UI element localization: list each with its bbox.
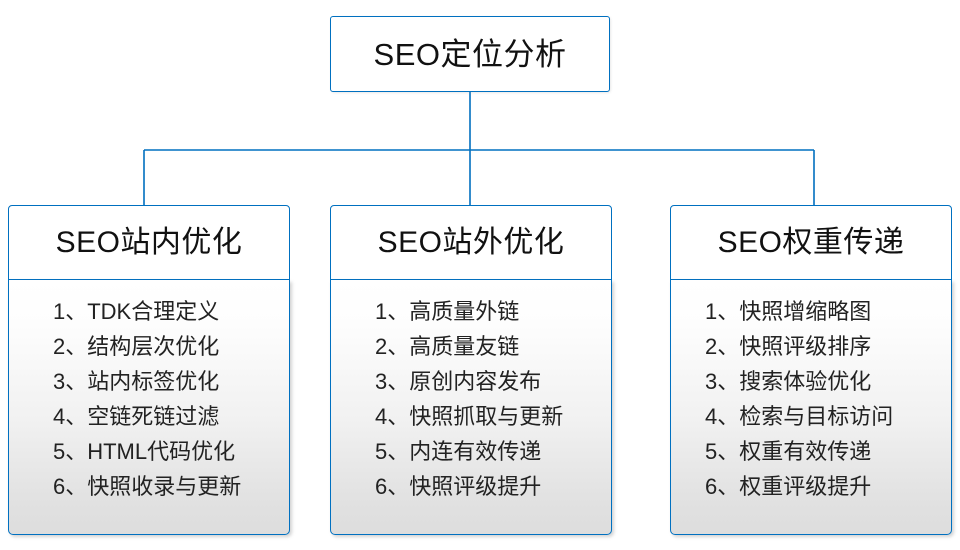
branch-body-1: 1、TDK合理定义 2、结构层次优化 3、站内标签优化 4、空链死链过滤 5、H… — [8, 280, 290, 535]
list-item: 3、站内标签优化 — [53, 369, 220, 394]
item-list-3: 1、快照增缩略图 2、快照评级排序 3、搜索体验优化 4、检索与目标访问 5、权… — [671, 294, 951, 504]
list-item: 3、原创内容发布 — [375, 369, 542, 394]
list-item: 6、快照收录与更新 — [53, 474, 242, 499]
branch-header-2[interactable]: SEO站外优化 — [330, 205, 612, 280]
list-item: 4、检索与目标访问 — [705, 404, 894, 429]
list-item: 1、高质量外链 — [375, 299, 520, 324]
list-item: 6、权重评级提升 — [705, 474, 872, 499]
list-item: 6、快照评级提升 — [375, 474, 542, 499]
branch-body-2: 1、高质量外链 2、高质量友链 3、原创内容发布 4、快照抓取与更新 5、内连有… — [330, 280, 612, 535]
branch-column-1: SEO站内优化 1、TDK合理定义 2、结构层次优化 3、站内标签优化 4、空链… — [8, 205, 290, 535]
list-item: 2、快照评级排序 — [705, 334, 872, 359]
list-item: 2、高质量友链 — [375, 334, 520, 359]
list-item: 1、TDK合理定义 — [53, 299, 220, 324]
branch-column-2: SEO站外优化 1、高质量外链 2、高质量友链 3、原创内容发布 4、快照抓取与… — [330, 205, 612, 535]
list-item: 5、HTML代码优化 — [53, 439, 236, 464]
branch-column-3: SEO权重传递 1、快照增缩略图 2、快照评级排序 3、搜索体验优化 4、检索与… — [670, 205, 952, 535]
branch-title-1: SEO站内优化 — [55, 225, 243, 259]
branch-title-3: SEO权重传递 — [717, 225, 905, 259]
item-list-2: 1、高质量外链 2、高质量友链 3、原创内容发布 4、快照抓取与更新 5、内连有… — [331, 294, 611, 504]
list-item: 5、权重有效传递 — [705, 439, 872, 464]
list-item: 1、快照增缩略图 — [705, 299, 872, 324]
root-node[interactable]: SEO定位分析 — [330, 16, 610, 92]
list-item: 5、内连有效传递 — [375, 439, 542, 464]
branch-header-3[interactable]: SEO权重传递 — [670, 205, 952, 280]
branch-body-3: 1、快照增缩略图 2、快照评级排序 3、搜索体验优化 4、检索与目标访问 5、权… — [670, 280, 952, 535]
item-list-1: 1、TDK合理定义 2、结构层次优化 3、站内标签优化 4、空链死链过滤 5、H… — [9, 294, 289, 504]
list-item: 4、快照抓取与更新 — [375, 404, 564, 429]
root-node-label: SEO定位分析 — [373, 36, 567, 72]
branch-header-1[interactable]: SEO站内优化 — [8, 205, 290, 280]
list-item: 4、空链死链过滤 — [53, 404, 220, 429]
list-item: 3、搜索体验优化 — [705, 369, 872, 394]
list-item: 2、结构层次优化 — [53, 334, 220, 359]
branch-title-2: SEO站外优化 — [377, 225, 565, 259]
